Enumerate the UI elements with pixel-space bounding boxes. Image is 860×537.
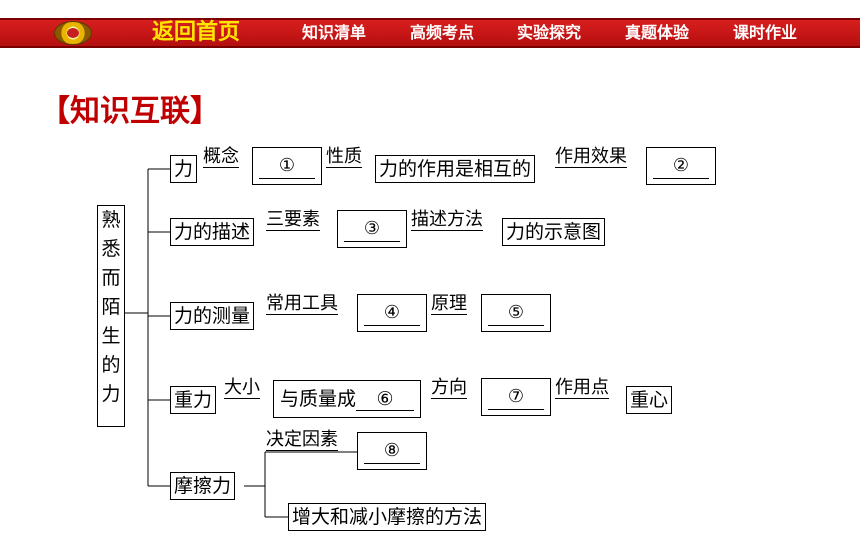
proportional-prefix: 与质量成 (280, 388, 357, 410)
root-char: 生 (101, 325, 121, 347)
root-char: 熟 (101, 209, 121, 231)
label-principle: 原理 (431, 293, 467, 315)
branch-friction: 摩擦力 (170, 472, 236, 500)
blank-number: ② (653, 154, 709, 179)
blank-number: ③ (344, 217, 400, 242)
branch-gravity: 重力 (170, 386, 217, 414)
blank-1[interactable]: ① (252, 147, 322, 185)
branch-measure: 力的测量 (170, 302, 255, 330)
value-mutual-force: 力的作用是相互的 (375, 155, 536, 183)
section-heading: 【知识互联】 (40, 94, 220, 129)
label-factors: 决定因素 (266, 429, 338, 451)
blank-number: ④ (364, 301, 420, 326)
blank-7[interactable]: ⑦ (481, 378, 551, 416)
blank-6: ⑥ (356, 388, 415, 411)
blank-number: ⑦ (488, 385, 544, 410)
nav-knowledge-list[interactable]: 知识清单 (302, 23, 367, 42)
blank-4[interactable]: ④ (357, 294, 427, 332)
nav-experiment[interactable]: 实验探究 (517, 23, 582, 42)
blank-8[interactable]: ⑧ (357, 432, 427, 470)
blank-5[interactable]: ⑤ (481, 294, 551, 332)
label-effect: 作用效果 (555, 146, 627, 168)
label-concept: 概念 (203, 146, 239, 168)
branch-description: 力的描述 (170, 218, 255, 246)
label-size: 大小 (224, 377, 260, 399)
blank-number: ⑤ (488, 301, 544, 326)
nav-homework[interactable]: 课时作业 (733, 23, 798, 42)
blank-3[interactable]: ③ (337, 210, 407, 248)
root-topic: 熟 悉 而 陌 生 的 力 (97, 205, 125, 427)
logo-center (67, 28, 79, 38)
blank-2[interactable]: ② (646, 147, 716, 185)
nav-exam-questions[interactable]: 真题体验 (625, 23, 690, 42)
top-nav-bar: 返回首页 知识清单 高频考点 实验探究 真题体验 课时作业 (0, 0, 860, 68)
nav-frequent-points[interactable]: 高频考点 (410, 23, 475, 42)
label-direction: 方向 (431, 377, 467, 399)
logo-icon[interactable] (54, 21, 92, 45)
label-method: 描述方法 (411, 209, 483, 231)
nav-background (0, 18, 860, 48)
blank-number: ⑧ (364, 439, 420, 464)
label-tool: 常用工具 (266, 293, 338, 315)
value-friction-methods: 增大和减小摩擦的方法 (288, 503, 487, 531)
label-property: 性质 (326, 146, 362, 168)
root-char: 悉 (101, 238, 121, 260)
root-char: 力 (101, 383, 121, 405)
value-center-of-gravity: 重心 (626, 386, 673, 414)
value-force-diagram: 力的示意图 (502, 218, 606, 246)
branch-force: 力 (170, 155, 198, 183)
label-point: 作用点 (555, 377, 609, 399)
root-char: 而 (101, 267, 121, 289)
label-three-elements: 三要素 (266, 209, 320, 231)
home-link[interactable]: 返回首页 (152, 20, 241, 45)
blank-number: ① (259, 154, 315, 179)
root-char: 陌 (101, 296, 121, 318)
root-char: 的 (101, 354, 121, 376)
